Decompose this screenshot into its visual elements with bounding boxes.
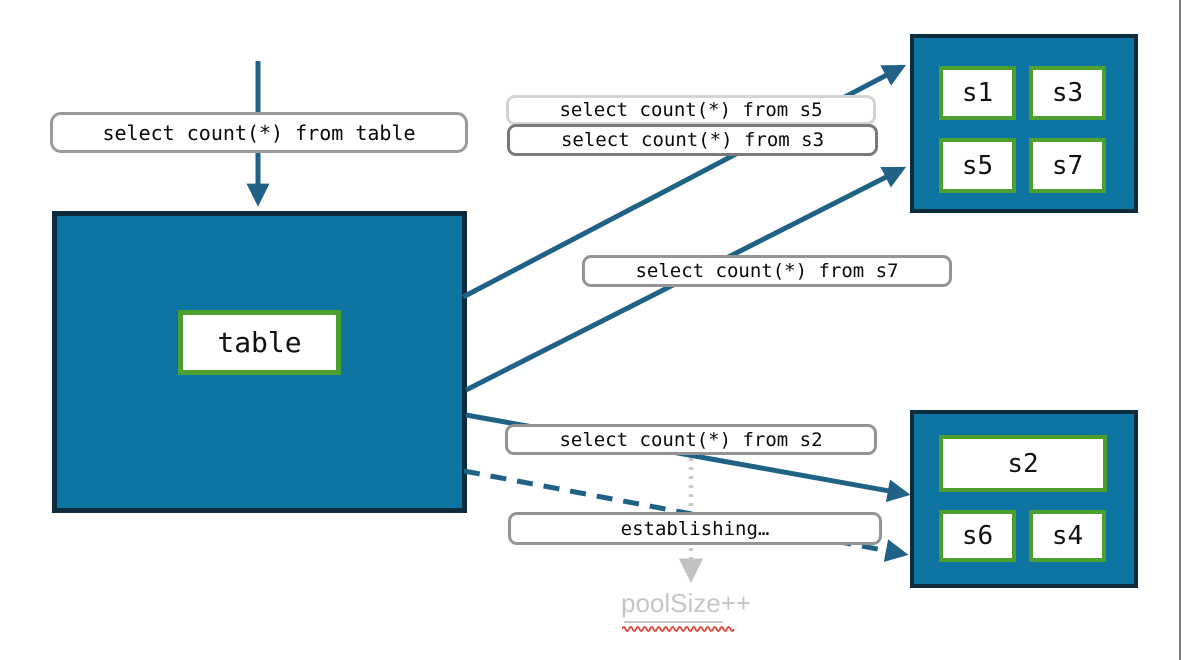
table-node: table (178, 310, 341, 375)
shard-node-s1: s1 (939, 66, 1016, 120)
arrow-query-s7-icon (464, 166, 907, 393)
shard-node-s6: s6 (939, 510, 1016, 562)
shard-node-s4: s4 (1029, 510, 1106, 562)
shard-group-top-box: s1 s3 s5 s7 (910, 34, 1138, 213)
table-node-label: table (217, 326, 302, 359)
shard-node-s5-label: s5 (961, 150, 994, 181)
shard-node-s3-label: s3 (1051, 78, 1084, 108)
slide-edge-line (1179, 0, 1181, 660)
shard-node-s6-label: s6 (961, 521, 994, 551)
shard-node-s5: s5 (939, 138, 1016, 193)
shard-node-s4-label: s4 (1051, 521, 1084, 551)
shard-group-bottom-box: s2 s6 s4 (910, 410, 1138, 588)
arrow-query-s5-icon (461, 64, 907, 300)
shard-node-s1-label: s1 (961, 78, 994, 108)
shard-node-s7: s7 (1029, 138, 1106, 193)
shard-node-s2-label: s2 (1007, 448, 1039, 479)
shard-node-s3: s3 (1029, 66, 1106, 120)
shard-node-s2: s2 (939, 435, 1107, 492)
table-container-box: table (52, 211, 467, 513)
shard-node-s7-label: s7 (1051, 150, 1084, 181)
